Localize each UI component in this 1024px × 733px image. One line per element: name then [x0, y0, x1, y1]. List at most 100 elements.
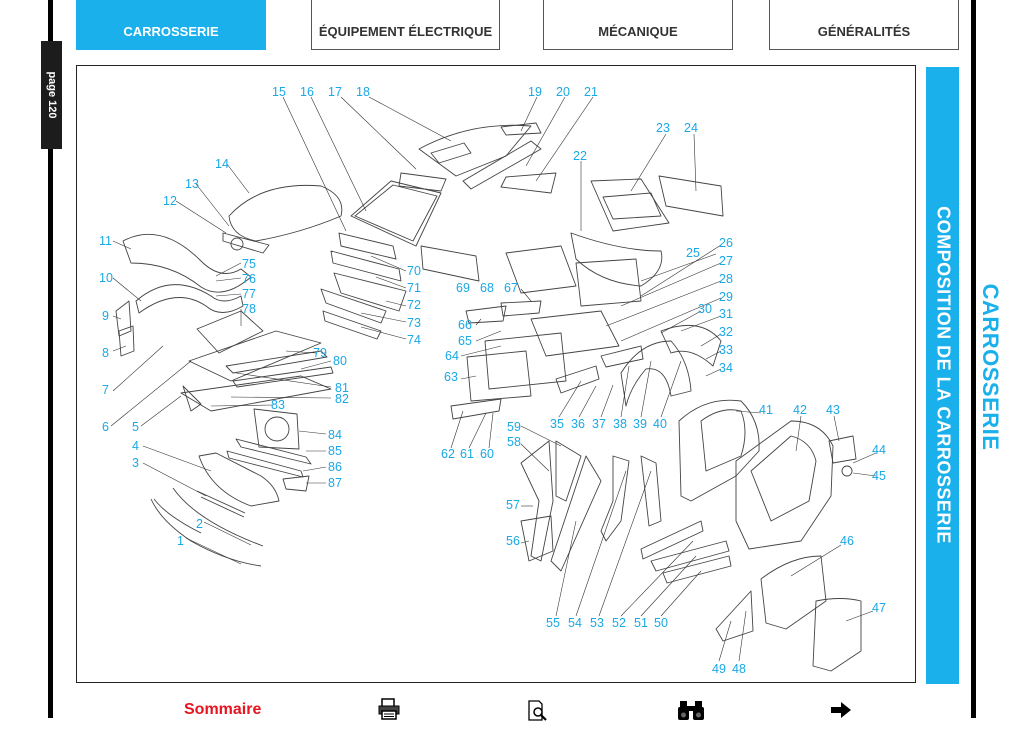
callout-13: 13 [185, 177, 199, 191]
callout-37: 37 [592, 417, 606, 431]
callout-52: 52 [612, 616, 626, 630]
callout-74: 74 [407, 333, 421, 347]
callout-79: 79 [313, 346, 327, 360]
callout-76: 76 [242, 272, 256, 286]
callout-65: 65 [458, 334, 472, 348]
callout-44: 44 [872, 443, 886, 457]
callout-33: 33 [719, 343, 733, 357]
callout-69: 69 [456, 281, 470, 295]
callout-40: 40 [653, 417, 667, 431]
callout-12: 12 [163, 194, 177, 208]
callout-78: 78 [242, 302, 256, 316]
callout-59: 59 [507, 420, 521, 434]
callout-41: 41 [759, 403, 773, 417]
callout-86: 86 [328, 460, 342, 474]
tab-carrosserie[interactable]: CARROSSERIE [76, 0, 266, 50]
callout-81: 81 [335, 381, 349, 395]
callout-60: 60 [480, 447, 494, 461]
section-side-band [926, 67, 959, 684]
callout-80: 80 [333, 354, 347, 368]
callout-15: 15 [272, 85, 286, 99]
callout-3: 3 [132, 456, 139, 470]
callout-45: 45 [872, 469, 886, 483]
printer-icon[interactable] [377, 698, 401, 725]
sommaire-link[interactable]: Sommaire [184, 701, 262, 718]
callout-labels: 1 2 3 4 5 6 7 8 9 10 11 12 13 14 15 16 1… [99, 85, 886, 676]
callout-8: 8 [102, 346, 109, 360]
callout-24: 24 [684, 121, 698, 135]
callout-75: 75 [242, 257, 256, 271]
callout-54: 54 [568, 616, 582, 630]
callout-19: 19 [528, 85, 542, 99]
callout-57: 57 [506, 498, 520, 512]
callout-10: 10 [99, 271, 113, 285]
callout-47: 47 [872, 601, 886, 615]
leader-lines [110, 96, 877, 662]
callout-14: 14 [215, 157, 229, 171]
callout-1: 1 [177, 534, 184, 548]
arrow-right-icon[interactable] [830, 701, 852, 724]
page-number: page 120 [45, 71, 58, 119]
callout-38: 38 [613, 417, 627, 431]
callout-16: 16 [300, 85, 314, 99]
callout-55: 55 [546, 616, 560, 630]
callout-9: 9 [102, 309, 109, 323]
callout-42: 42 [793, 403, 807, 417]
callout-64: 64 [445, 349, 459, 363]
binoculars-icon[interactable] [677, 699, 705, 726]
callout-53: 53 [590, 616, 604, 630]
callout-77: 77 [242, 287, 256, 301]
right-margin-line [971, 0, 976, 718]
callout-30: 30 [698, 302, 712, 316]
callout-62: 62 [441, 447, 455, 461]
tab-mecanique[interactable]: MÉCANIQUE [543, 0, 733, 50]
callout-7: 7 [102, 383, 109, 397]
callout-35: 35 [550, 417, 564, 431]
callout-56: 56 [506, 534, 520, 548]
callout-39: 39 [633, 417, 647, 431]
section-subtitle: COMPOSITION DE LA CARROSSERIE [933, 206, 954, 544]
document-search-icon[interactable] [527, 700, 549, 727]
body-parts-sketch [115, 122, 862, 672]
diagram-svg: 1 2 3 4 5 6 7 8 9 10 11 12 13 14 15 16 1… [99, 85, 886, 676]
callout-31: 31 [719, 307, 733, 321]
callout-67: 67 [504, 281, 518, 295]
callout-51: 51 [634, 616, 648, 630]
callout-32: 32 [719, 325, 733, 339]
callout-4: 4 [132, 439, 139, 453]
callout-46: 46 [840, 534, 854, 548]
callout-26: 26 [719, 236, 733, 250]
callout-87: 87 [328, 476, 342, 490]
callout-36: 36 [571, 417, 585, 431]
page-number-tab: page 120 [41, 41, 62, 149]
exploded-body-diagram: 1 2 3 4 5 6 7 8 9 10 11 12 13 14 15 16 1… [76, 65, 916, 683]
callout-68: 68 [480, 281, 494, 295]
callout-83: 83 [271, 398, 285, 412]
callout-63: 63 [444, 370, 458, 384]
callout-18: 18 [356, 85, 370, 99]
callout-27: 27 [719, 254, 733, 268]
callout-11: 11 [99, 234, 112, 248]
callout-23: 23 [656, 121, 670, 135]
callout-29: 29 [719, 290, 733, 304]
callout-49: 49 [712, 662, 726, 676]
tab-equipement-electrique[interactable]: ÉQUIPEMENT ÉLECTRIQUE [311, 0, 500, 50]
callout-43: 43 [826, 403, 840, 417]
callout-28: 28 [719, 272, 733, 286]
callout-21: 21 [584, 85, 598, 99]
callout-22: 22 [573, 149, 587, 163]
callout-73: 73 [407, 316, 421, 330]
callout-66: 66 [458, 318, 472, 332]
callout-48: 48 [732, 662, 746, 676]
callout-71: 71 [407, 281, 421, 295]
callout-50: 50 [654, 616, 668, 630]
callout-17: 17 [328, 85, 342, 99]
callout-25: 25 [686, 246, 700, 260]
callout-72: 72 [407, 298, 421, 312]
callout-20: 20 [556, 85, 570, 99]
callout-58: 58 [507, 435, 521, 449]
callout-34: 34 [719, 361, 733, 375]
callout-70: 70 [407, 264, 421, 278]
tab-generalites[interactable]: GÉNÉRALITÉS [769, 0, 959, 50]
callout-6: 6 [102, 420, 109, 434]
